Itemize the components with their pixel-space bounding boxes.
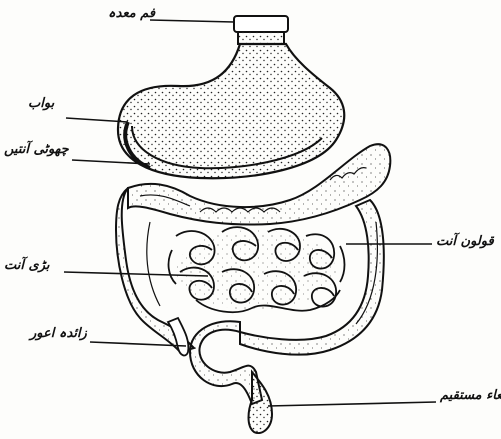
- stomach: [118, 44, 344, 178]
- small-intestine-shading: [176, 230, 336, 310]
- label-small-intestine: بڑی آنت: [4, 258, 50, 274]
- rectum: [249, 372, 273, 433]
- label-appendix: زائدہ اعور: [30, 326, 87, 342]
- label-small-thin: چھوٹی آنتیں: [4, 142, 69, 158]
- stomach-cap: [234, 16, 288, 44]
- label-rectum: امعاء مستقیم: [440, 388, 501, 404]
- label-pylorus: بواب: [28, 96, 54, 112]
- label-stomach-mouth: فم معدہ: [108, 6, 155, 22]
- label-colon: قولون آنت: [436, 234, 494, 250]
